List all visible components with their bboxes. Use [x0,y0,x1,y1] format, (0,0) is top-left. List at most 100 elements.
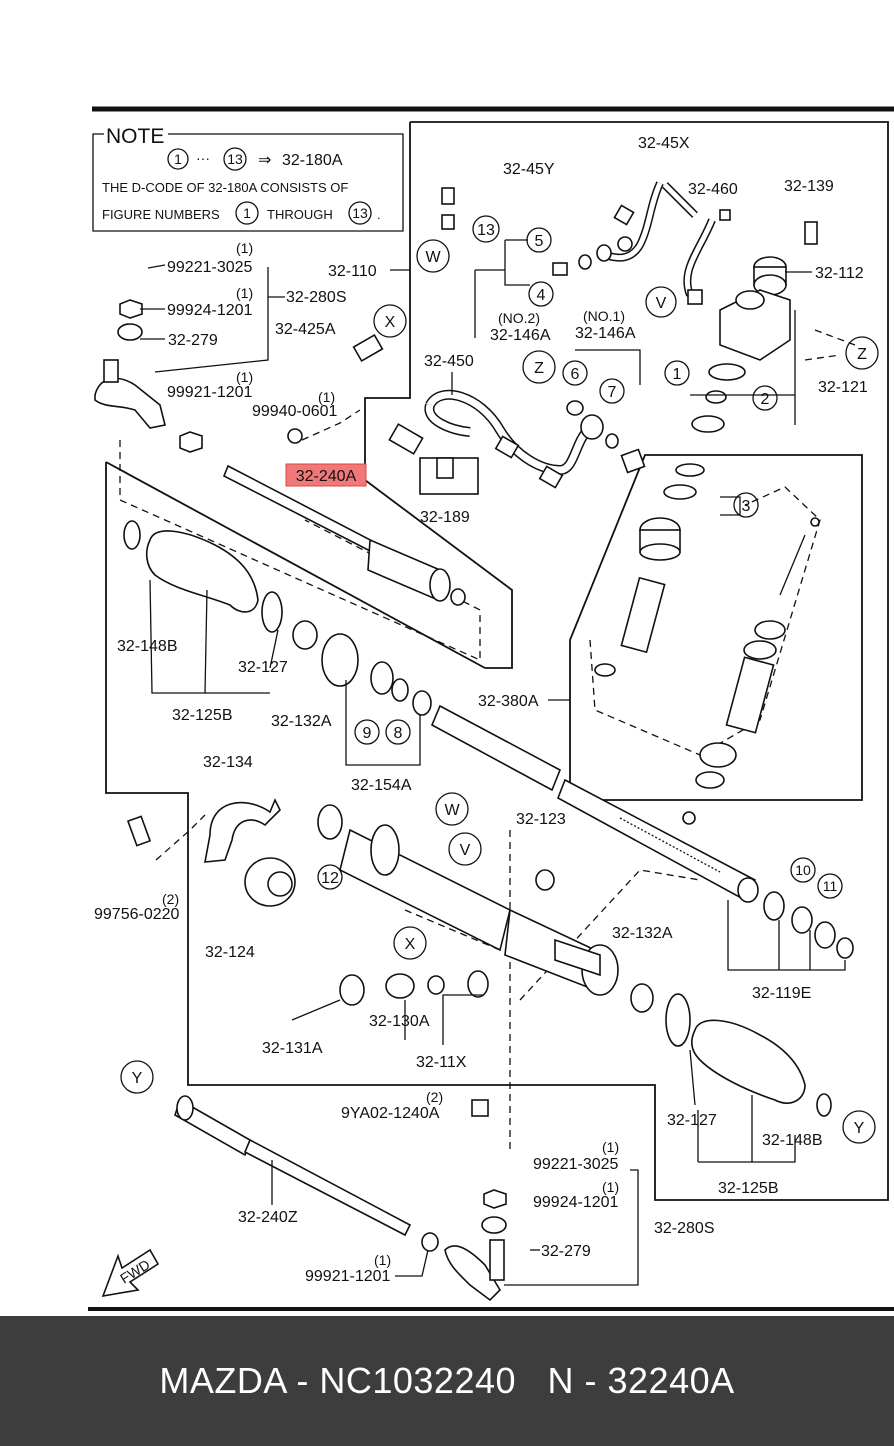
callout-6: 6 [571,366,580,383]
boot-left [123,520,432,716]
label-32-189: 32-189 [420,509,470,526]
label-32-11x: 32-11X [416,1054,467,1071]
tie-rod-end-left [94,299,166,429]
note-range-end: 13 [227,151,243,167]
label-32-123: 32-123 [516,811,566,828]
boot-right [690,1019,832,1117]
callout-z-right: Z [857,346,867,363]
qty-99924-bot: (1) [602,1179,619,1195]
qty-99921-bot: (1) [374,1252,391,1268]
callout-4: 4 [537,287,546,304]
part-labels: 32-45X 32-45Y 32-460 32-139 32-112 32-11… [94,135,868,1285]
callout-v-mid: V [460,842,471,859]
qty-99221-bot: (1) [602,1139,619,1155]
callout-w-mid: W [444,802,460,819]
label-32-450: 32-450 [424,353,474,370]
label-99221-top: 99221-3025 [167,259,253,276]
label-99221-bot: 99221-3025 [533,1156,619,1173]
label-99924-top: 99924-1201 [167,302,253,319]
callout-v-top: V [656,295,667,312]
label-9ya02: 9YA02-1240A [341,1105,440,1122]
label-32-279-top: 32-279 [168,332,218,349]
label-32-146a-no1: 32-146A [575,325,636,342]
label-32-240z: 32-240Z [238,1209,298,1226]
leader-lines [140,239,846,1286]
note-line2-end: . [377,207,381,222]
highlight-label: 32-240A [296,468,357,485]
label-99940: 99940-0601 [252,403,338,420]
note-box: NOTE 1 ··· 13 ⇒ 32-180A THE D-CODE OF 32… [92,125,404,232]
label-32-119e: 32-119E [752,985,811,1002]
label-32-139: 32-139 [784,178,834,195]
note-title: NOTE [106,125,164,148]
note-line2-b: THROUGH [267,207,333,222]
label-32-127-left: 32-127 [238,659,288,676]
label-32-127-right: 32-127 [667,1112,717,1129]
label-99924-bot: 99924-1201 [533,1194,619,1211]
note-line1: THE D-CODE OF 32-180A CONSISTS OF [102,180,348,195]
label-32-131a: 32-131A [262,1040,323,1057]
callout-x-top: X [385,314,396,331]
label-32-45y: 32-45Y [503,161,555,178]
callout-10: 10 [795,862,811,878]
callout-x-mid: X [405,936,416,953]
inner-tie-rod-lower [174,1095,439,1252]
note-arrow: ⇒ [258,152,271,169]
callout-z-left: Z [534,360,544,377]
pressure-pipes [441,161,716,305]
callout-12: 12 [321,870,339,887]
qty-99221-top: (1) [236,240,253,256]
callout-3: 3 [742,498,751,515]
label-32-425a: 32-425A [275,321,336,338]
pinion-parts [339,891,854,1047]
note-line2-num2: 13 [352,205,368,221]
inner-tie-rod-upper [222,464,466,606]
label-99921-bot: 99921-1201 [305,1268,391,1285]
callout-2: 2 [761,391,770,408]
label-32-154a: 32-154A [351,777,412,794]
label-32-280s-bot: 32-280S [654,1220,715,1237]
qty-99924-top: (1) [236,285,253,301]
callout-9: 9 [363,725,372,742]
footer-part-number: MAZDA - NC1032240 N - 32240A [159,1360,735,1401]
note-range-start: 1 [174,151,182,167]
callout-7: 7 [608,384,617,401]
note-line2-num1: 1 [243,205,251,221]
label-32-134: 32-134 [203,754,253,771]
label-32-460: 32-460 [688,181,738,198]
return-hose [424,389,594,489]
callout-y-right: Y [854,1120,865,1137]
label-32-280s-top: 32-280S [286,289,347,306]
label-32-121: 32-121 [818,379,868,396]
steering-gear-exploded-diagram: NOTE 1 ··· 13 ⇒ 32-180A THE D-CODE OF 32… [88,106,894,1311]
label-99756: 99756-0220 [94,906,180,923]
footer-bar: MAZDA - NC1032240 N - 32240A [0,1316,894,1446]
tie-rod-end-right [444,1099,507,1302]
label-32-125b-right: 32-125B [718,1180,779,1197]
label-99921-top: 99921-1201 [167,384,253,401]
label-32-148b-left: 32-148B [117,638,178,655]
callout-8: 8 [394,725,403,742]
svg-text:···: ··· [196,150,210,166]
callouts: 13 5 4 W V X Z Z 6 7 1 2 3 9 8 W V 12 10… [120,215,879,1144]
mount-bracket [126,798,296,907]
note-range-part: 32-180A [282,152,343,169]
callout-5: 5 [535,233,544,250]
valve-housing [691,209,818,433]
qty-99756: (2) [162,891,179,907]
label-no1: (NO.1) [583,308,625,324]
label-32-146a-no2: 32-146A [490,327,551,344]
rack-tube [430,704,759,903]
note-line2-a: FIGURE NUMBERS [102,207,220,222]
callout-13: 13 [477,222,495,239]
label-32-380a: 32-380A [478,693,539,710]
label-32-132a-left: 32-132A [271,713,332,730]
qty-9ya02: (2) [426,1089,443,1105]
label-32-132a-right: 32-132A [612,925,673,942]
fittings [179,214,646,495]
callout-11: 11 [823,878,838,894]
qty-99940: (1) [318,389,335,405]
label-no2: (NO.2) [498,310,540,326]
forward-arrow-icon: FWD [101,1248,160,1298]
label-32-148b-right: 32-148B [762,1132,823,1149]
